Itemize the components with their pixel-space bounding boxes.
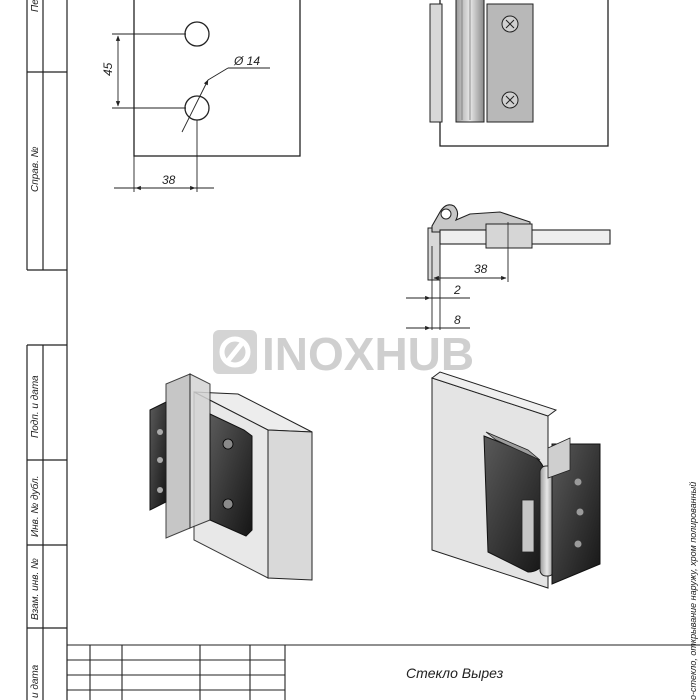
sheet-frame bbox=[26, 0, 68, 700]
isometric-view-right bbox=[430, 371, 601, 589]
right-edge-note: о-стекло, открывание наружу, хром полиро… bbox=[688, 482, 698, 700]
margin-label-sprav: Справ. № bbox=[30, 146, 41, 192]
dimension-8: 8 bbox=[454, 313, 461, 327]
hinge-plan-view: 38 2 8 bbox=[406, 204, 611, 331]
margin-label-podp-data-2: и дата bbox=[30, 664, 41, 698]
hinge-front-view bbox=[429, 0, 609, 147]
dimension-38: 38 bbox=[162, 173, 176, 187]
dimension-2: 2 bbox=[453, 283, 461, 297]
watermark: INOXHUB bbox=[213, 328, 474, 380]
dimension-diameter-14: Ø 14 bbox=[233, 54, 260, 68]
margin-label-podp-data: Подп. и дата bbox=[30, 375, 41, 438]
margin-label-perv: Перв bbox=[30, 0, 41, 12]
upper-hole bbox=[184, 21, 210, 47]
dimension-45: 45 bbox=[101, 62, 115, 76]
isometric-view-left bbox=[149, 373, 313, 581]
watermark-text: INOXHUB bbox=[262, 328, 474, 380]
margin-label-inv-dubl: Инв. № дубл. bbox=[29, 476, 41, 538]
glass-panel-outline bbox=[133, 0, 301, 157]
glass-cutout-view: 45 Ø 14 38 bbox=[101, 0, 301, 192]
title-block bbox=[67, 644, 700, 700]
margin-labels: Перв Справ. № Подп. и дата Инв. № дубл. … bbox=[29, 0, 41, 698]
title-block-name: Стекло Вырез bbox=[406, 665, 504, 681]
lower-hole bbox=[184, 95, 210, 121]
dimension-38-plan: 38 bbox=[474, 262, 488, 276]
margin-label-vzam-inv: Взам. инв. № bbox=[30, 558, 41, 620]
